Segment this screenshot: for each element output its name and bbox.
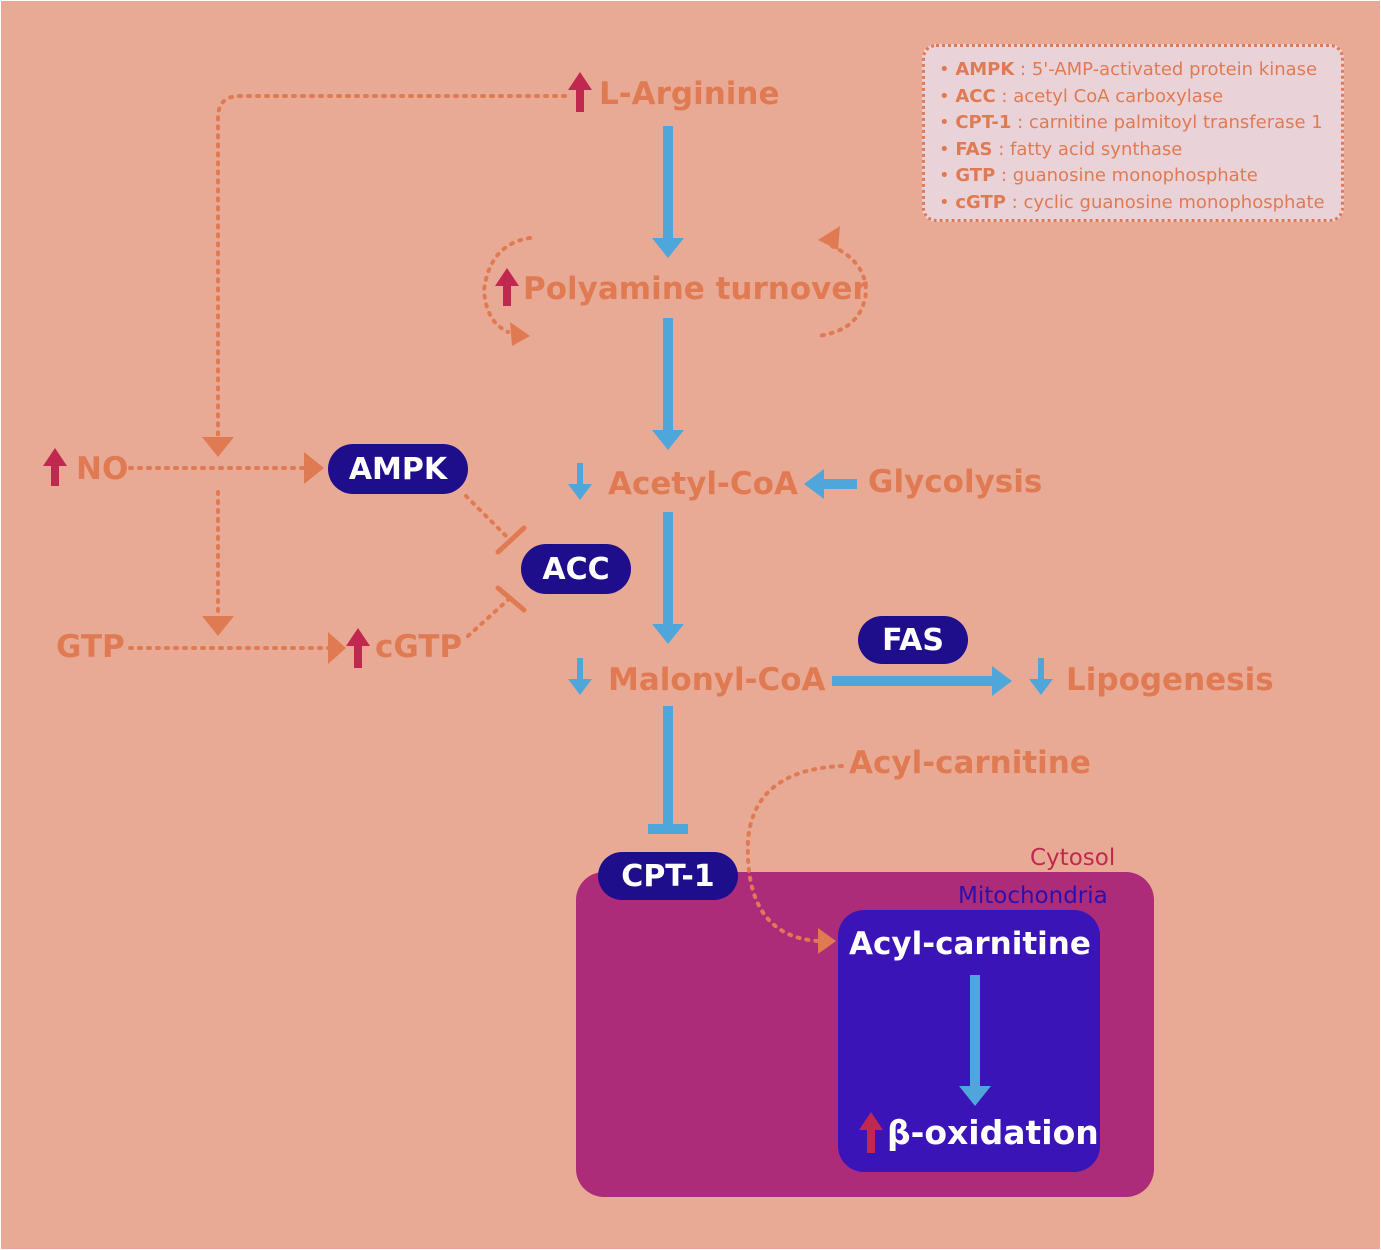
beta-oxidation-label: β-oxidation [887, 1113, 1099, 1152]
l-arginine-label: L-Arginine [599, 76, 780, 112]
abbreviation-legend: • AMPK : 5'-AMP-activated protein kinase… [922, 44, 1344, 222]
legend-abbr: ACC [955, 85, 996, 107]
malonyl-coa-label: Malonyl-CoA [608, 662, 826, 698]
down-arrow-icon [568, 463, 1053, 695]
mitochondria-region-label: Mitochondria [958, 883, 1108, 909]
gtp-label: GTP [56, 629, 125, 665]
acc-enzyme: ACC [521, 544, 631, 594]
cgtp-label: cGTP [375, 629, 463, 665]
dotted-connections [128, 94, 869, 943]
lipogenesis-label: Lipogenesis [1066, 662, 1274, 698]
cpt1-enzyme: CPT-1 [598, 852, 738, 900]
legend-abbr: FAS [955, 138, 993, 160]
legend-item: • cGTP : cyclic guanosine monophosphate [939, 191, 1325, 213]
ampk-label: AMPK [348, 451, 448, 487]
mitochondria-region [838, 910, 1100, 1172]
legend-abbr: AMPK [955, 59, 1015, 80]
acyl-carnitine-mito-label: Acyl-carnitine [849, 926, 1091, 962]
orange-arrowheads [202, 226, 840, 954]
legend-desc: : carnitine palmitoyl transferase 1 [1011, 112, 1323, 134]
fas-label: FAS [882, 622, 944, 658]
cytosol-region-label: Cytosol [1030, 845, 1116, 871]
legend-desc: : fatty acid synthase [992, 138, 1183, 160]
legend-desc: : 5'-AMP-activated protein kinase [1014, 59, 1318, 80]
glycolysis-label: Glycolysis [868, 464, 1043, 500]
cpt1-label: CPT-1 [621, 858, 715, 894]
legend-desc: : guanosine monophosphate [995, 165, 1258, 187]
legend-item: • AMPK : 5'-AMP-activated protein kinase [939, 59, 1318, 80]
blue-arrows [648, 126, 1012, 1106]
ampk-enzyme: AMPK [328, 444, 468, 494]
polyamine-turnover-label: Polyamine turnover [523, 271, 868, 307]
acetyl-coa-label: Acetyl-CoA [608, 466, 798, 502]
legend-item: • FAS : fatty acid synthase [939, 138, 1183, 160]
inhibition-bars [495, 525, 527, 613]
legend-abbr: GTP [955, 165, 996, 187]
fas-enzyme: FAS [858, 616, 968, 664]
legend-item: • CPT-1 : carnitine palmitoyl transferas… [939, 112, 1323, 134]
legend-item: • ACC : acetyl CoA carboxylase [939, 85, 1224, 107]
acc-label: ACC [542, 551, 610, 587]
no-label: NO [76, 451, 129, 487]
legend-abbr: cGTP [955, 191, 1006, 213]
legend-desc: : cyclic guanosine monophosphate [1005, 191, 1325, 213]
legend-abbr: CPT-1 [955, 112, 1012, 134]
up-arrow-icon [43, 72, 883, 1153]
acyl-carnitine-cytosol-label: Acyl-carnitine [849, 745, 1091, 781]
legend-desc: : acetyl CoA carboxylase [995, 85, 1224, 107]
legend-item: • GTP : guanosine monophosphate [939, 165, 1258, 187]
